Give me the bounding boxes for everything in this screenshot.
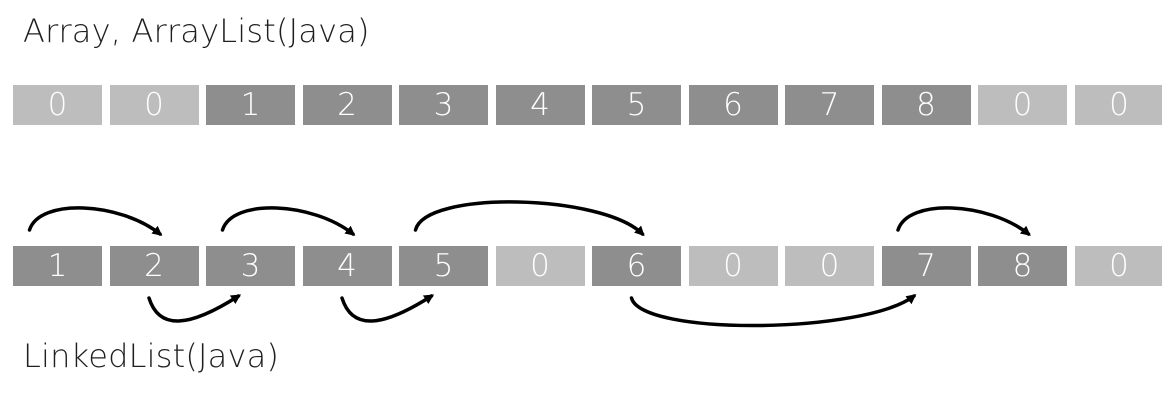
array-cell-4: 3 — [399, 85, 488, 125]
link-arrow-1 — [147, 294, 242, 323]
array-cell-5: 4 — [495, 85, 585, 125]
linked-cell-3: 4 — [302, 246, 392, 286]
linked-cell-11: 0 — [1074, 246, 1162, 286]
link-arrow-0 — [27, 206, 163, 236]
link-arrow-3 — [340, 294, 435, 323]
linked-cell-2: 3 — [206, 246, 295, 286]
linked-cell-1: 2 — [109, 246, 199, 286]
array-cell-7: 6 — [688, 85, 778, 125]
array-title: Array, ArrayList(Java) — [23, 12, 370, 50]
linked-cell-4: 5 — [399, 246, 488, 286]
linked-cell-7: 0 — [688, 246, 778, 286]
linked-list-title: LinkedList(Java) — [23, 337, 280, 375]
array-cell-11: 0 — [1074, 85, 1162, 125]
link-arrow-5 — [629, 294, 917, 328]
array-cell-6: 5 — [592, 85, 681, 125]
array-cell-3: 2 — [302, 85, 392, 125]
linked-cell-5: 0 — [495, 246, 585, 286]
array-cell-9: 8 — [881, 85, 971, 125]
link-arrow-4 — [413, 200, 645, 237]
array-cell-1: 0 — [109, 85, 199, 125]
array-cell-2: 1 — [206, 85, 295, 125]
array-cell-10: 0 — [978, 85, 1067, 125]
linked-cell-0: 1 — [13, 246, 102, 286]
link-arrow-6 — [896, 206, 1031, 236]
link-arrow-2 — [220, 206, 356, 236]
array-cell-8: 7 — [785, 85, 874, 125]
linked-cell-8: 0 — [785, 246, 874, 286]
linked-cell-9: 7 — [881, 246, 971, 286]
linked-cell-6: 6 — [592, 246, 681, 286]
array-cell-0: 0 — [13, 85, 102, 125]
linked-cell-10: 8 — [978, 246, 1067, 286]
